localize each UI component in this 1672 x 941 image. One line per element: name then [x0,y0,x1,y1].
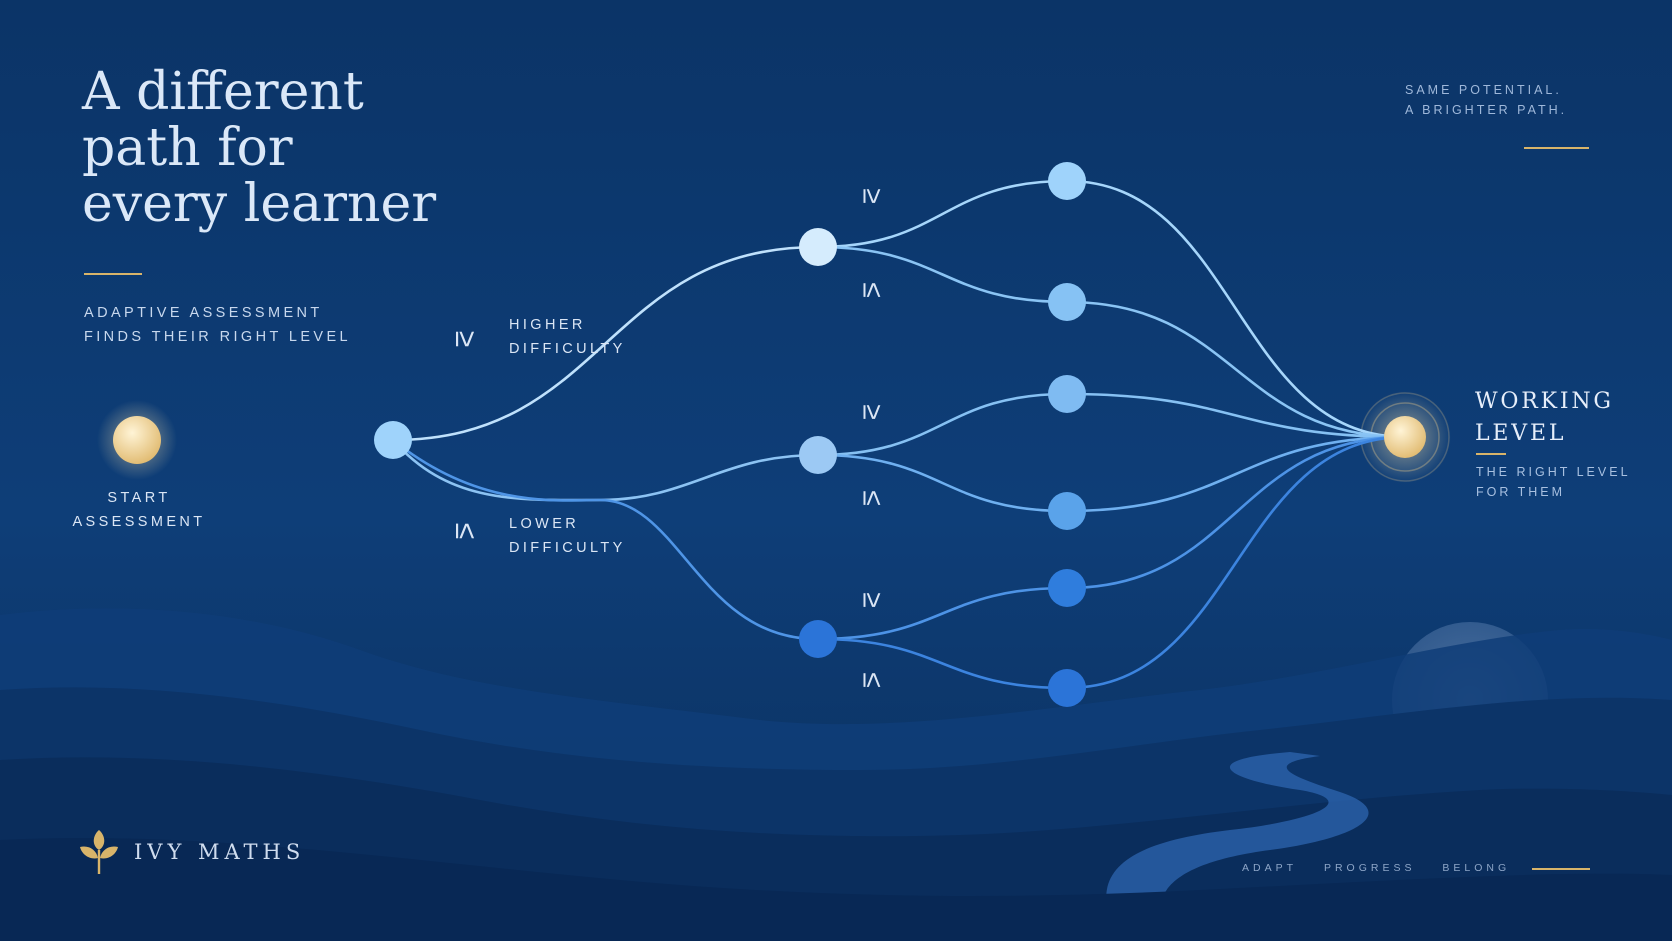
start-label-line: START [107,490,171,506]
node-l2 [1048,283,1086,321]
node-l6 [1048,669,1086,707]
leq-symbol: ≤ [857,490,889,506]
geq-symbol: ≥ [857,188,889,204]
node-up [799,228,837,266]
geq-symbol: ≥ [857,592,889,608]
node-l4 [1048,492,1086,530]
edge-mid-l3 [816,392,1069,457]
node-low [799,620,837,658]
edge-root-up [391,245,820,442]
page-title: A different path for every learner [82,64,436,232]
higher-difficulty-label: HIGHER DIFFICULTY [509,313,626,361]
edge-l5-end [1065,435,1407,590]
edge-up-l2 [816,245,1069,304]
lower-symbol: ≤ [449,522,483,540]
edge-l3-end [1065,392,1407,439]
brand-name: IVY MATHS [134,840,306,864]
leq-symbol: ≤ [857,672,889,688]
node-l3 [1048,375,1086,413]
tagline-divider [1524,147,1589,149]
edge-low-l5 [816,586,1069,641]
tagline: SAME POTENTIAL. A BRIGHTER PATH. [1405,80,1567,120]
higher-label-line: HIGHER [509,317,586,333]
start-label: START ASSESSMENT [64,486,214,534]
working-level-caption-line: THE RIGHT LEVEL [1476,465,1631,479]
leq-symbol: ≤ [857,282,889,298]
higher-symbol: ≥ [449,330,483,348]
subtitle-line: ADAPTIVE ASSESSMENT [84,305,323,321]
title-divider [84,273,142,275]
node-l5 [1048,569,1086,607]
lower-label-line: LOWER [509,516,580,532]
edge-l6-end [1065,435,1407,690]
footer-word: PROGRESS [1323,862,1416,874]
lower-label-line: DIFFICULTY [509,540,626,556]
working-level-title: WORKING LEVEL [1475,386,1614,450]
title-line: every learner [82,174,437,234]
higher-label-line: DIFFICULTY [509,341,626,357]
edge-up-l1 [816,179,1069,249]
river-shape [1106,752,1369,941]
geq-symbol: ≥ [857,404,889,420]
footer-divider [1532,868,1590,870]
subtitle: ADAPTIVE ASSESSMENT FINDS THEIR RIGHT LE… [84,301,351,349]
working-level-divider [1476,453,1506,455]
tagline-line: A BRIGHTER PATH. [1405,103,1568,117]
footer-words: ADAPT PROGRESS BELONG [1242,862,1530,874]
node-root [374,421,412,459]
edge-low-l6 [816,637,1069,690]
footer-word: BELONG [1442,862,1511,874]
working-level-caption-line: FOR THEM [1476,485,1566,499]
node-mid [799,436,837,474]
edge-l1-end [1065,179,1407,439]
start-label-line: ASSESSMENT [72,514,206,530]
lower-difficulty-label: LOWER DIFFICULTY [509,512,626,560]
working-level-line: WORKING [1475,389,1614,414]
working-level-line: LEVEL [1475,421,1567,446]
edge-mid-low [391,438,820,641]
edge-mid-l4 [816,453,1069,513]
edge-l2-end [1065,300,1407,439]
edge-l4-end [1065,435,1407,513]
node-l1 [1048,162,1086,200]
ivy-leaf-icon [80,830,118,874]
footer-word: ADAPT [1242,862,1298,874]
tagline-line: SAME POTENTIAL. [1405,83,1562,97]
node-start [113,416,161,464]
subtitle-line: FINDS THEIR RIGHT LEVEL [84,329,352,345]
working-level-caption: THE RIGHT LEVEL FOR THEM [1476,462,1631,502]
title-line: A different [82,62,364,122]
node-end [1384,416,1426,458]
title-line: path for [82,118,293,178]
